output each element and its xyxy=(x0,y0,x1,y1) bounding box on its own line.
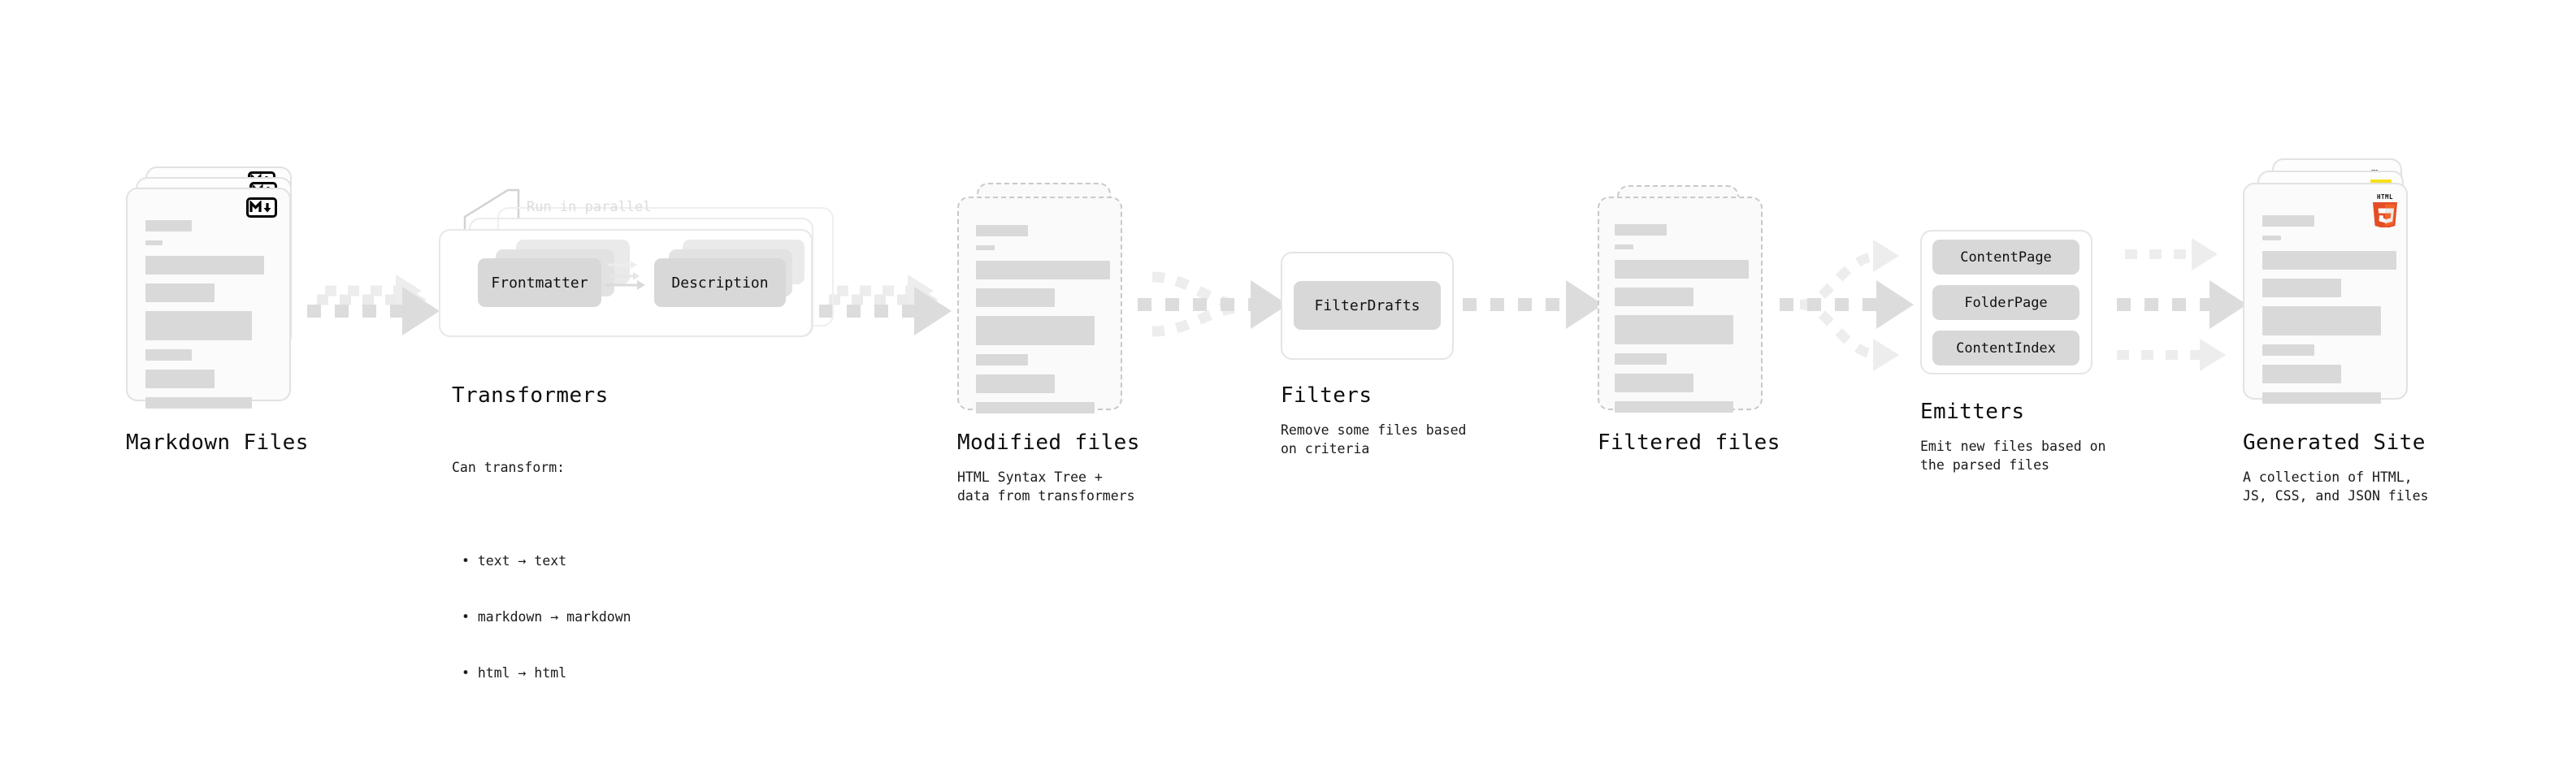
content-bar xyxy=(1615,224,1667,236)
stage-description-modified-files: HTML Syntax Tree + data from transformer… xyxy=(957,469,1135,504)
content-bar xyxy=(145,397,252,409)
markdown-m-arrow-glyph xyxy=(249,201,271,213)
stage-description-emitters: Emit new files based on the parsed files xyxy=(1920,439,2106,473)
stage-description-generated-site: A collection of HTML, JS, CSS, and JSON … xyxy=(2243,469,2429,504)
content-bar xyxy=(2262,279,2341,297)
html5-shield-glyph: HTML xyxy=(2373,193,2397,229)
stage-title-markdown-files: Markdown Files xyxy=(126,430,309,455)
svg-text:HTML: HTML xyxy=(2377,193,2393,201)
stage-description-transformers: Can transform: • text → text • markdown … xyxy=(452,421,631,757)
stage-title-modified-files: Modified files xyxy=(957,430,1140,455)
stage-title-transformers: Transformers xyxy=(452,383,609,408)
content-bar xyxy=(145,311,252,340)
transformers-bullet: • text → text xyxy=(462,553,567,569)
stage-title-filtered-files: Filtered files xyxy=(1598,430,1780,455)
content-bar xyxy=(145,220,192,231)
content-bar xyxy=(1615,401,1733,413)
transformers-group: Frontmatter Description xyxy=(439,207,845,361)
markdown-files-stack xyxy=(126,167,309,426)
transformer-inner-arrows xyxy=(605,261,645,290)
content-bar xyxy=(1615,260,1749,279)
pipeline-diagram: Markdown Files Frontmatter Description R… xyxy=(126,158,2438,681)
modified-file-content xyxy=(976,225,1110,413)
connector-markdown-to-transformers xyxy=(307,275,440,335)
markdown-file-content xyxy=(145,220,280,409)
content-bar xyxy=(976,374,1055,393)
content-bar xyxy=(976,354,1028,366)
filter-chip-filterdrafts[interactable]: FilterDrafts xyxy=(1294,281,1441,330)
emitters-group: ContentPage FolderPage ContentIndex xyxy=(1920,230,2099,384)
content-bar xyxy=(2262,236,2281,240)
emitter-chip-contentindex[interactable]: ContentIndex xyxy=(1932,331,2079,366)
stage-description-filters: Remove some files based on criteria xyxy=(1281,422,1467,456)
content-bar xyxy=(976,316,1095,345)
content-bar xyxy=(976,402,1095,413)
connector-filters-to-filtered xyxy=(1463,280,1603,329)
html5-icon: HTML xyxy=(2369,192,2401,229)
content-bar xyxy=(145,349,192,361)
connector-filtered-to-emitters xyxy=(1780,240,1914,371)
content-bar xyxy=(976,225,1028,236)
content-bar xyxy=(145,240,163,245)
content-bar xyxy=(976,245,995,250)
content-bar xyxy=(976,288,1055,307)
transformer-chip-frontmatter[interactable]: Frontmatter xyxy=(478,258,601,307)
content-bar xyxy=(2262,251,2396,270)
content-bar xyxy=(1615,288,1693,306)
connector-modified-to-filters xyxy=(1138,271,1288,337)
connector-emitters-to-site xyxy=(2117,238,2247,371)
transformers-bullet: • markdown → markdown xyxy=(462,609,631,625)
content-bar xyxy=(1615,244,1633,249)
content-bar xyxy=(976,261,1110,279)
run-in-parallel-label: Run in parallel xyxy=(527,199,652,215)
emitter-chip-contentpage[interactable]: ContentPage xyxy=(1932,240,2079,275)
content-bar xyxy=(2262,215,2314,227)
transformers-bullet: • html → html xyxy=(462,665,567,681)
transformer-chip-description[interactable]: Description xyxy=(654,258,786,307)
content-bar xyxy=(145,256,264,275)
content-bar xyxy=(1615,374,1693,392)
content-bar xyxy=(145,370,215,388)
emitter-chip-folderpage[interactable]: FolderPage xyxy=(1932,285,2079,320)
markdown-icon xyxy=(246,197,277,218)
content-bar xyxy=(145,283,215,302)
generated-site-stack: CSS HTML xyxy=(2243,158,2438,426)
stage-title-emitters: Emitters xyxy=(1920,400,2025,424)
filtered-file-content xyxy=(1615,224,1749,413)
content-bar xyxy=(2262,344,2314,356)
stage-title-filters: Filters xyxy=(1281,383,1373,408)
transformers-desc-line: Can transform: xyxy=(452,460,566,475)
content-bar xyxy=(1615,353,1667,365)
transformers-bullet-list: • text → text • markdown → markdown • ht… xyxy=(452,514,631,720)
filtered-files-stack xyxy=(1598,185,1780,437)
content-bar xyxy=(2262,365,2341,383)
stage-title-generated-site: Generated Site xyxy=(2243,430,2426,455)
content-bar xyxy=(1615,315,1733,344)
modified-files-stack xyxy=(957,183,1140,435)
content-bar xyxy=(2262,392,2381,404)
content-bar xyxy=(2262,306,2381,335)
filters-group: FilterDrafts xyxy=(1281,252,1455,361)
generated-site-content xyxy=(2262,215,2396,404)
